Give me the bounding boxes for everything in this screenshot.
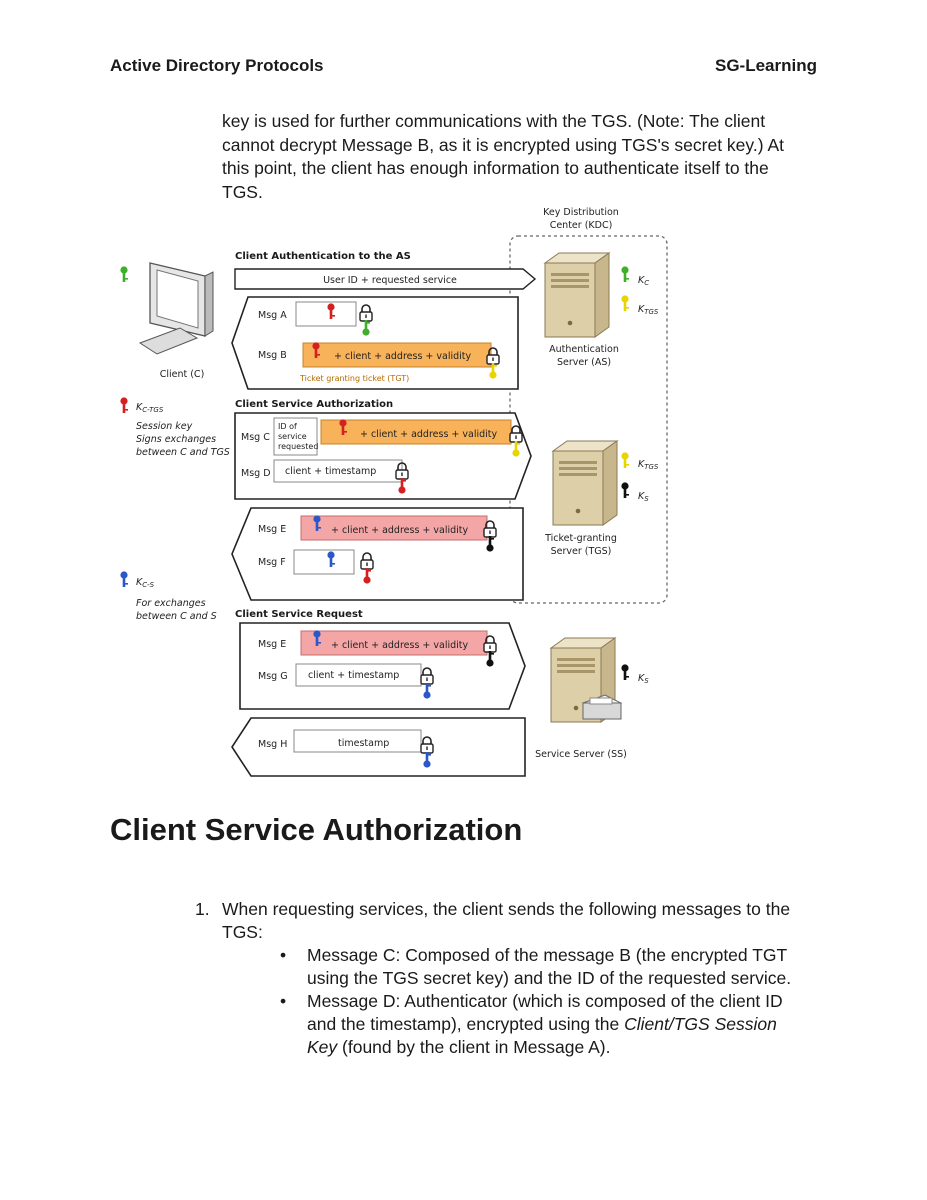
section-auth-as: Client Authentication to the AS (235, 251, 411, 262)
yellow-key-icon (621, 295, 629, 311)
k-tgs-label: KTGS (638, 304, 659, 316)
tgt-copy-content: + client + address + validity (360, 429, 498, 440)
ctgs-desc-3: between C and TGS (136, 447, 230, 458)
msg-f-box (293, 549, 355, 575)
msg-h-label: Msg H (258, 739, 287, 750)
bullet-text: Message C: Composed of the message B (th… (307, 945, 792, 988)
black-key-icon (621, 482, 629, 498)
ctgs-desc-1: Session key (136, 421, 193, 432)
msg-h-content: timestamp (338, 738, 389, 749)
ticket-e-box (300, 515, 488, 541)
green-key-icon (621, 266, 629, 282)
ticket-e2-content: + client + address + validity (331, 640, 469, 651)
as-label-2: Server (AS) (557, 357, 611, 368)
tgt-copy-box (320, 419, 512, 445)
client-computer-icon (138, 262, 214, 355)
user-request-text: User ID + requested service (323, 275, 457, 286)
kerberos-diagram: Key Distribution Center (KDC) Client (C)… (120, 207, 668, 777)
cs-desc-1: For exchanges (136, 598, 206, 609)
k-c-label: KC (638, 275, 649, 287)
list-item-number: 1. (195, 899, 210, 919)
as-server-icon (544, 252, 610, 338)
list-item-text: When requesting services, the client sen… (222, 899, 791, 942)
bullet-text-post: (found by the client in Message A). (337, 1037, 611, 1057)
msg-e-label: Msg E (258, 524, 286, 535)
session-key-term: Client/TGS Session Key (307, 1014, 777, 1057)
header-title: Active Directory Protocols (110, 56, 324, 75)
msg-a-box (295, 301, 357, 327)
kdc-label: Key Distribution (543, 207, 619, 218)
k-s-label: KS (638, 673, 649, 685)
service-id-box (273, 417, 318, 456)
tgt-label: Ticket granting ticket (TGT) (299, 374, 409, 383)
section-service-auth: Client Service Authorization (235, 399, 393, 410)
msg-a-label: Msg A (258, 310, 287, 321)
client-label: Client (C) (160, 369, 205, 380)
msg-h-box (293, 729, 422, 753)
user-request-arrow (234, 268, 537, 290)
ss-label: Service Server (SS) (535, 749, 627, 760)
msg-e2-label: Msg E (258, 639, 286, 650)
bullet-icon: • (280, 991, 287, 1011)
tgt-box (302, 342, 492, 368)
k-tgs-label: KTGS (638, 459, 659, 471)
k-ctgs-label: KC-TGS (136, 402, 164, 414)
msg-d-label: Msg D (241, 468, 271, 479)
blue-key-icon (120, 571, 128, 587)
msg-g-content: client + timestamp (308, 670, 399, 681)
msg-g-label: Msg G (258, 671, 288, 682)
tgt-content: + client + address + validity (334, 351, 472, 362)
msg-f-label: Msg F (258, 557, 286, 568)
green-key-icon (120, 266, 128, 282)
service-id-3: requested (278, 442, 318, 451)
msg-b-label: Msg B (258, 350, 287, 361)
bullet-message-c: • Message C: Composed of the message B (… (280, 944, 807, 990)
ticket-e2-box (300, 630, 488, 656)
tgs-label-2: Server (TGS) (551, 546, 612, 557)
as-label: Authentication (549, 344, 619, 355)
ctgs-desc-2: Signs exchanges (136, 434, 216, 445)
intro-paragraph: key is used for further communications w… (222, 111, 784, 202)
tgs-server-icon (552, 440, 618, 526)
printer-icon (581, 694, 623, 720)
section-heading: Client Service Authorization (110, 812, 523, 847)
red-key-icon (120, 397, 128, 413)
ticket-e-content: + client + address + validity (331, 525, 469, 536)
msg-d-content: client + timestamp (285, 466, 376, 477)
bullet-message-d: • Message D: Authenticator (which is com… (280, 990, 807, 1059)
cs-desc-2: between C and S (136, 611, 217, 622)
k-cs-label: KC-S (136, 577, 155, 589)
tgs-label: Ticket-granting (544, 533, 617, 544)
service-id-1: ID of (278, 422, 297, 431)
yellow-key-icon (621, 452, 629, 468)
service-id-2: service (278, 432, 307, 441)
black-key-icon (621, 664, 629, 680)
msg-c-label: Msg C (241, 432, 270, 443)
bullet-icon: • (280, 945, 287, 965)
k-s-label: KS (638, 491, 649, 503)
section-service-request: Client Service Request (235, 609, 363, 620)
header-brand: SG-Learning (714, 56, 817, 75)
bullet-text-pre: Message D: Authenticator (which is compo… (307, 991, 783, 1034)
kdc-label-2: Center (KDC) (550, 220, 613, 231)
